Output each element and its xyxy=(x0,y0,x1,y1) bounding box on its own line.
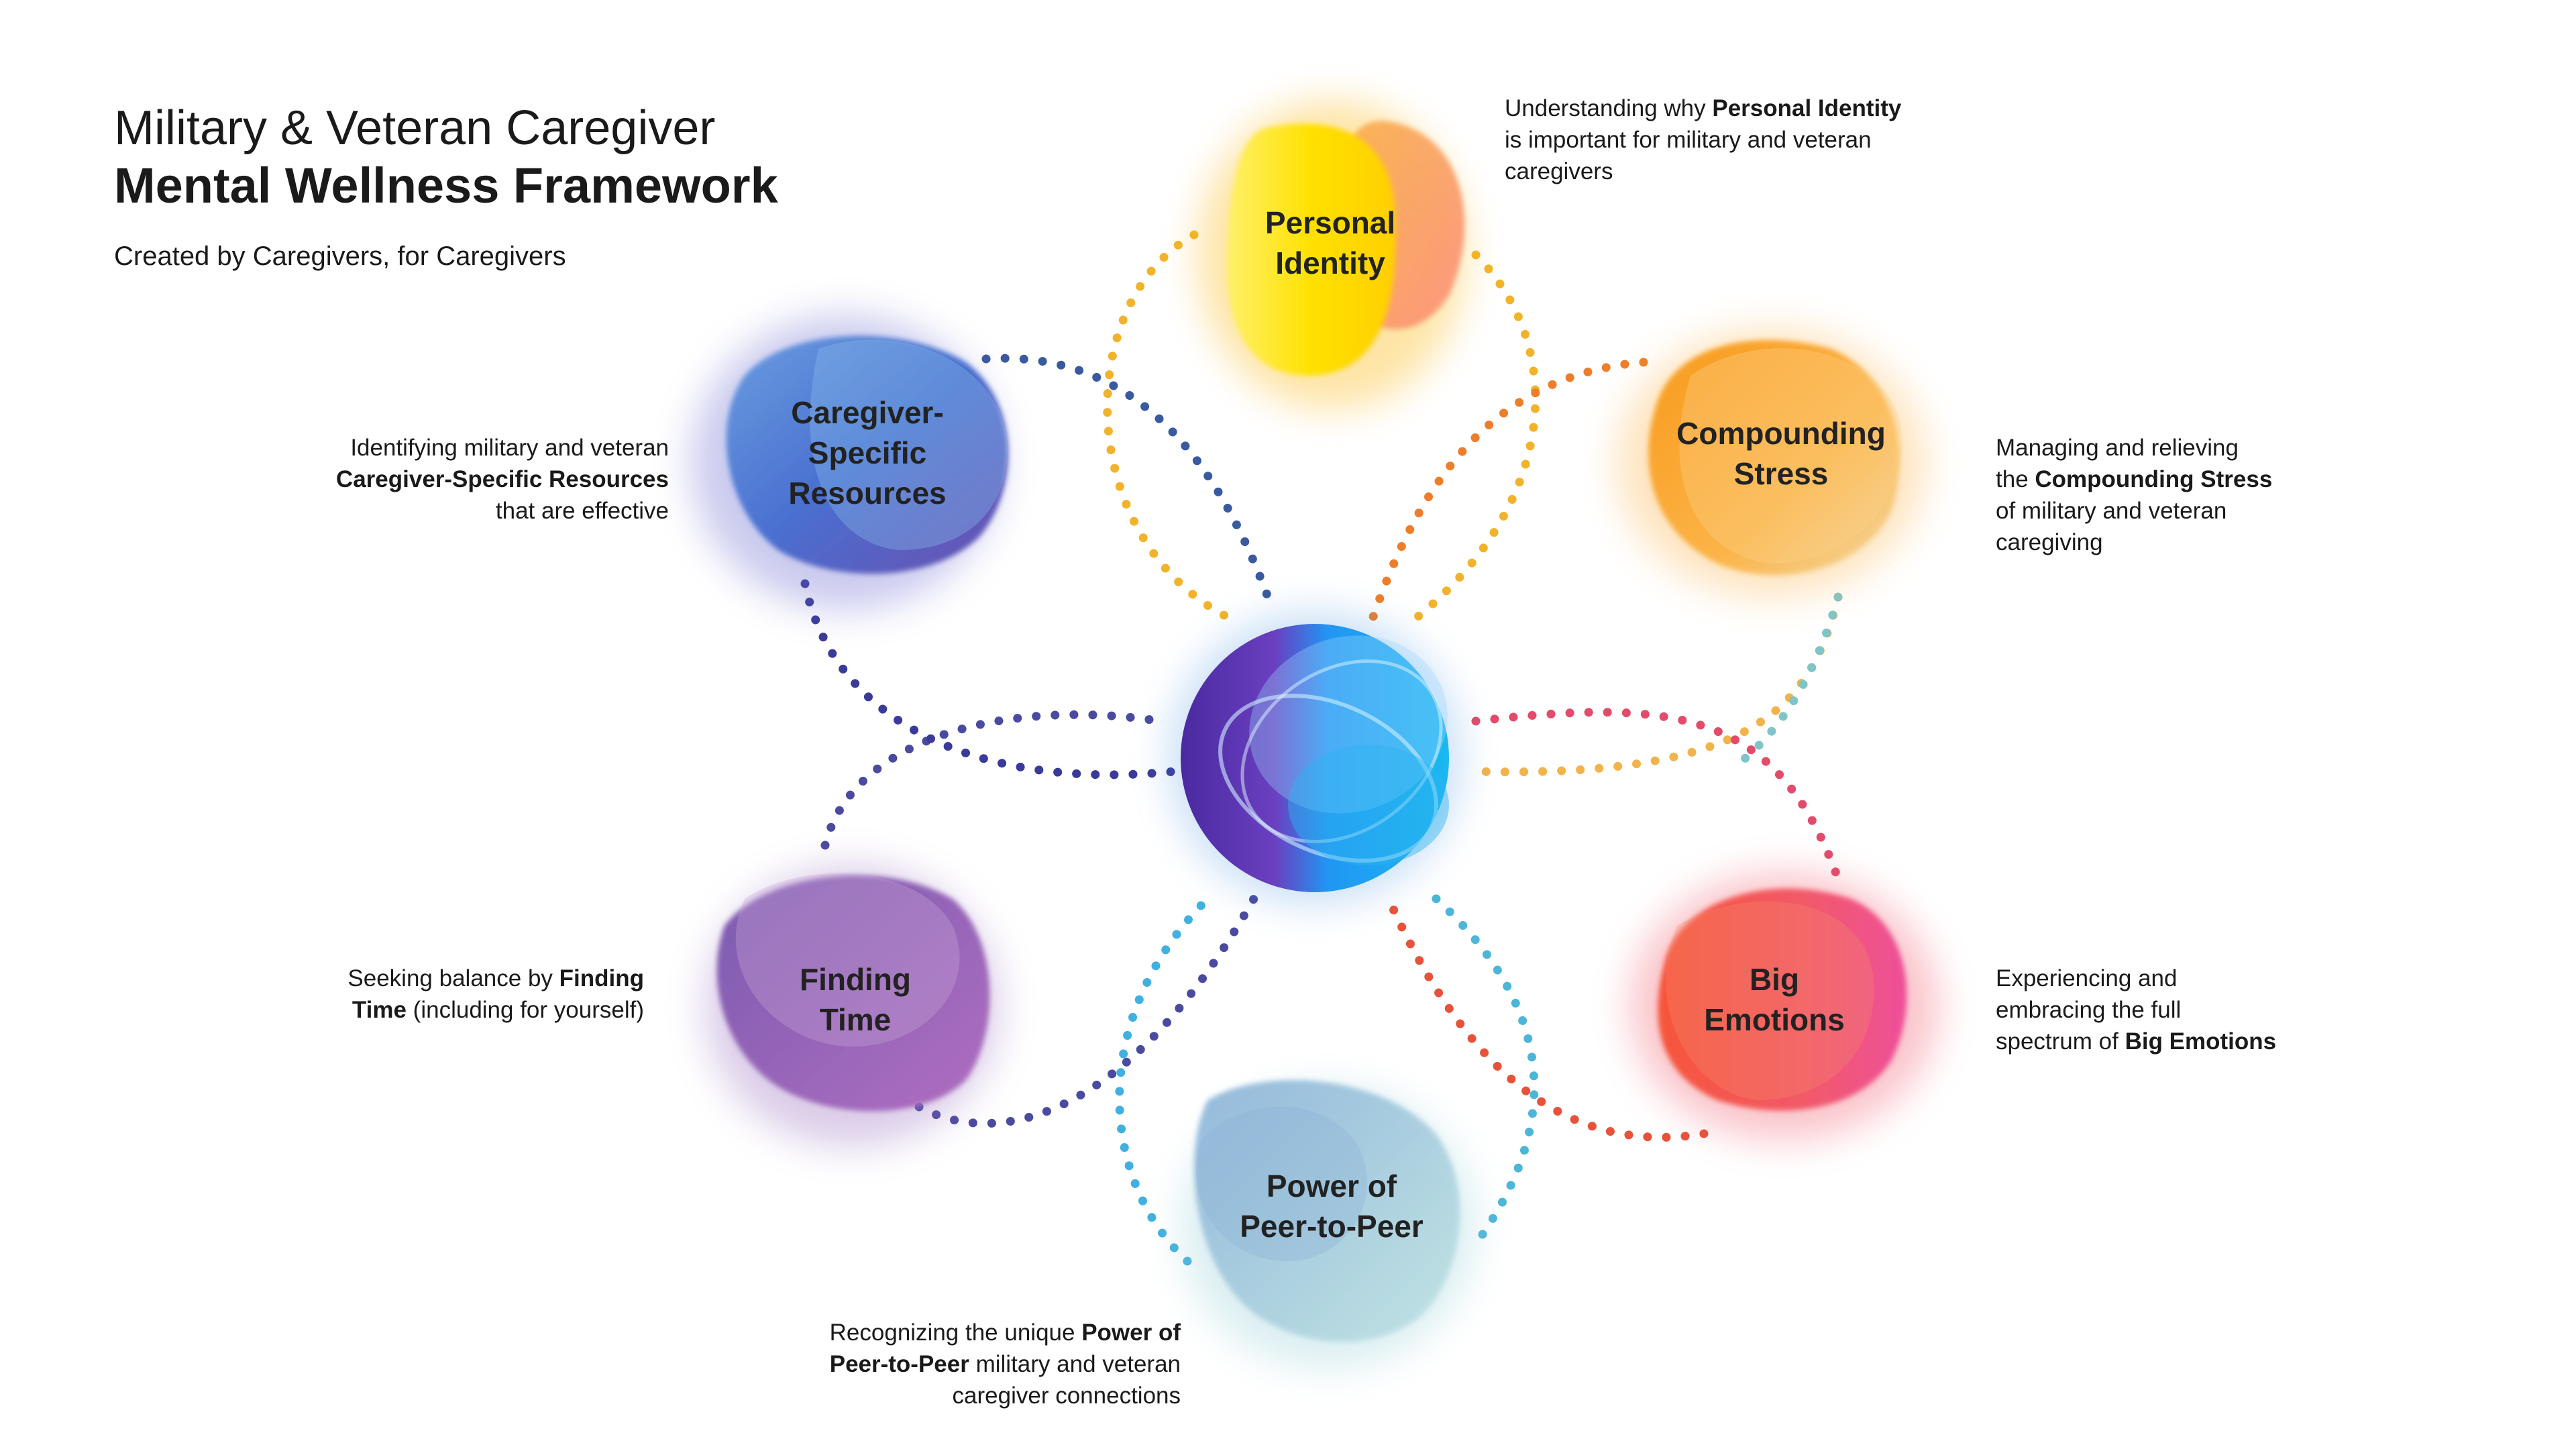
desc-finding-time-l2-post: (including for yourself) xyxy=(406,997,644,1023)
label-personal-identity-line2: Identity xyxy=(1275,246,1385,280)
label-big-emotions-line2: Emotions xyxy=(1704,1002,1845,1037)
desc-personal-identity-line1: Understanding why Personal Identity xyxy=(1505,93,1901,124)
desc-power-of-peer-line1: Recognizing the unique Power of xyxy=(830,1317,1181,1348)
node-personal-identity[interactable] xyxy=(1197,101,1466,409)
connector-emotions-bottom xyxy=(1384,894,1709,1142)
desc-big-emotions: Experiencing and embracing the full spec… xyxy=(1996,963,2276,1057)
label-finding-time: Finding Time xyxy=(800,959,911,1040)
label-finding-time-line1: Finding xyxy=(799,962,912,997)
connector-resources-bottom xyxy=(800,579,1179,780)
node-compounding-stress[interactable] xyxy=(1617,329,1925,597)
desc-compounding-stress-line3: of military and veteran xyxy=(1996,498,2227,524)
label-power-of-peer-line1: Power of xyxy=(1266,1169,1397,1203)
label-personal-identity: Personal Identity xyxy=(1265,203,1395,283)
desc-personal-identity-l1-pre: Understanding why xyxy=(1505,95,1713,121)
connector-stress-right xyxy=(1471,592,1843,777)
desc-power-of-peer-l1-pre: Recognizing the unique xyxy=(829,1320,1082,1346)
desc-compounding-stress-line4: caregiving xyxy=(1996,529,2103,555)
label-caregiver-resources-line1: Caregiver- xyxy=(791,395,944,430)
label-personal-identity-line1: Personal xyxy=(1265,205,1396,240)
desc-personal-identity-l1-bold: Personal Identity xyxy=(1712,95,1902,121)
label-finding-time-line2: Time xyxy=(819,1002,892,1037)
center-globe xyxy=(1167,610,1462,906)
desc-big-emotions-line2: embracing the full xyxy=(1996,997,2182,1023)
desc-big-emotions-line3: spectrum of Big Emotions xyxy=(1996,1026,2276,1057)
node-finding-time[interactable] xyxy=(704,865,1000,1147)
label-caregiver-resources: Caregiver- Specific Resources xyxy=(788,392,946,513)
title-line-1: Military & Veteran Caregiver xyxy=(114,101,716,155)
label-big-emotions-line1: Big xyxy=(1749,962,1800,997)
desc-finding-time: Seeking balance by Finding Time (includi… xyxy=(347,963,644,1026)
connector-emotions-top xyxy=(1471,708,1843,883)
label-compounding-stress-line2: Stress xyxy=(1733,456,1829,491)
desc-big-emotions-l3-bold: Big Emotions xyxy=(2125,1028,2277,1055)
desc-compounding-stress-line1: Managing and relieving xyxy=(1996,435,2239,461)
connector-peer-right xyxy=(1424,888,1539,1239)
desc-power-of-peer-line2: Peer-to-Peer military and veteran xyxy=(830,1348,1181,1380)
desc-power-of-peer-l1-bold: Power of xyxy=(1081,1320,1181,1346)
connector-resources-top xyxy=(981,354,1273,602)
desc-caregiver-resources-l2-bold: Caregiver-Specific Resources xyxy=(335,466,669,492)
connector-time-top xyxy=(820,710,1165,850)
desc-personal-identity: Understanding why Personal Identity is i… xyxy=(1505,93,1901,187)
desc-power-of-peer: Recognizing the unique Power of Peer-to-… xyxy=(830,1317,1181,1411)
desc-caregiver-resources-line1: Identifying military and veteran xyxy=(350,435,669,461)
label-big-emotions: Big Emotions xyxy=(1704,959,1845,1040)
connector-identity-right xyxy=(1404,250,1540,629)
desc-finding-time-l2-bold: Time xyxy=(352,997,407,1023)
label-compounding-stress: Compounding Stress xyxy=(1676,413,1886,494)
desc-finding-time-l1-pre: Seeking balance by xyxy=(347,965,559,991)
desc-finding-time-l1-bold: Finding xyxy=(559,965,644,991)
title-line-2: Mental Wellness Framework xyxy=(114,157,778,213)
desc-caregiver-resources-line3: that are effective xyxy=(495,498,669,524)
desc-power-of-peer-l2-bold: Peer-to-Peer xyxy=(829,1351,969,1377)
desc-compounding-stress-l2-bold: Compounding Stress xyxy=(2035,466,2273,492)
node-power-of-peer[interactable] xyxy=(1181,1080,1476,1368)
node-big-emotions[interactable] xyxy=(1630,872,1939,1140)
connector-identity-left xyxy=(1103,230,1232,622)
label-caregiver-resources-line2: Specific xyxy=(808,435,927,470)
desc-power-of-peer-line3: caregiver connections xyxy=(952,1383,1181,1409)
desc-big-emotions-l3-pre: spectrum of xyxy=(1996,1028,2125,1055)
desc-personal-identity-line2: is important for military and veteran xyxy=(1505,127,1872,153)
connector-lines xyxy=(800,230,1843,1266)
node-caregiver-resources[interactable] xyxy=(691,315,1008,610)
label-power-of-peer-line2: Peer-to-Peer xyxy=(1240,1209,1424,1244)
desc-compounding-stress-l2-pre: the xyxy=(1996,466,2035,492)
connector-stress-teal xyxy=(1733,592,1843,769)
desc-power-of-peer-l2-post: military and veteran xyxy=(969,1351,1181,1377)
desc-caregiver-resources: Identifying military and veteran Caregiv… xyxy=(336,432,669,527)
label-caregiver-resources-line3: Resources xyxy=(788,476,947,511)
desc-caregiver-resources-line2: Caregiver-Specific Resources xyxy=(336,464,669,495)
connector-stress-left xyxy=(1364,358,1648,635)
desc-finding-time-line1: Seeking balance by Finding xyxy=(347,963,644,994)
label-compounding-stress-line1: Compounding xyxy=(1676,416,1886,451)
desc-finding-time-line2: Time (including for yourself) xyxy=(347,994,644,1026)
subtitle: Created by Caregivers, for Caregivers xyxy=(114,241,566,271)
desc-compounding-stress-line2: the Compounding Stress xyxy=(1996,464,2272,495)
label-power-of-peer: Power of Peer-to-Peer xyxy=(1240,1166,1424,1246)
desc-personal-identity-line3: caregivers xyxy=(1505,158,1613,184)
desc-big-emotions-line1: Experiencing and xyxy=(1996,965,2178,991)
desc-compounding-stress: Managing and relieving the Compounding S… xyxy=(1996,432,2272,558)
connector-time-bottom xyxy=(914,881,1266,1128)
connector-peer-left xyxy=(1115,894,1212,1266)
title-block: Military & Veteran Caregiver Mental Well… xyxy=(114,101,778,272)
